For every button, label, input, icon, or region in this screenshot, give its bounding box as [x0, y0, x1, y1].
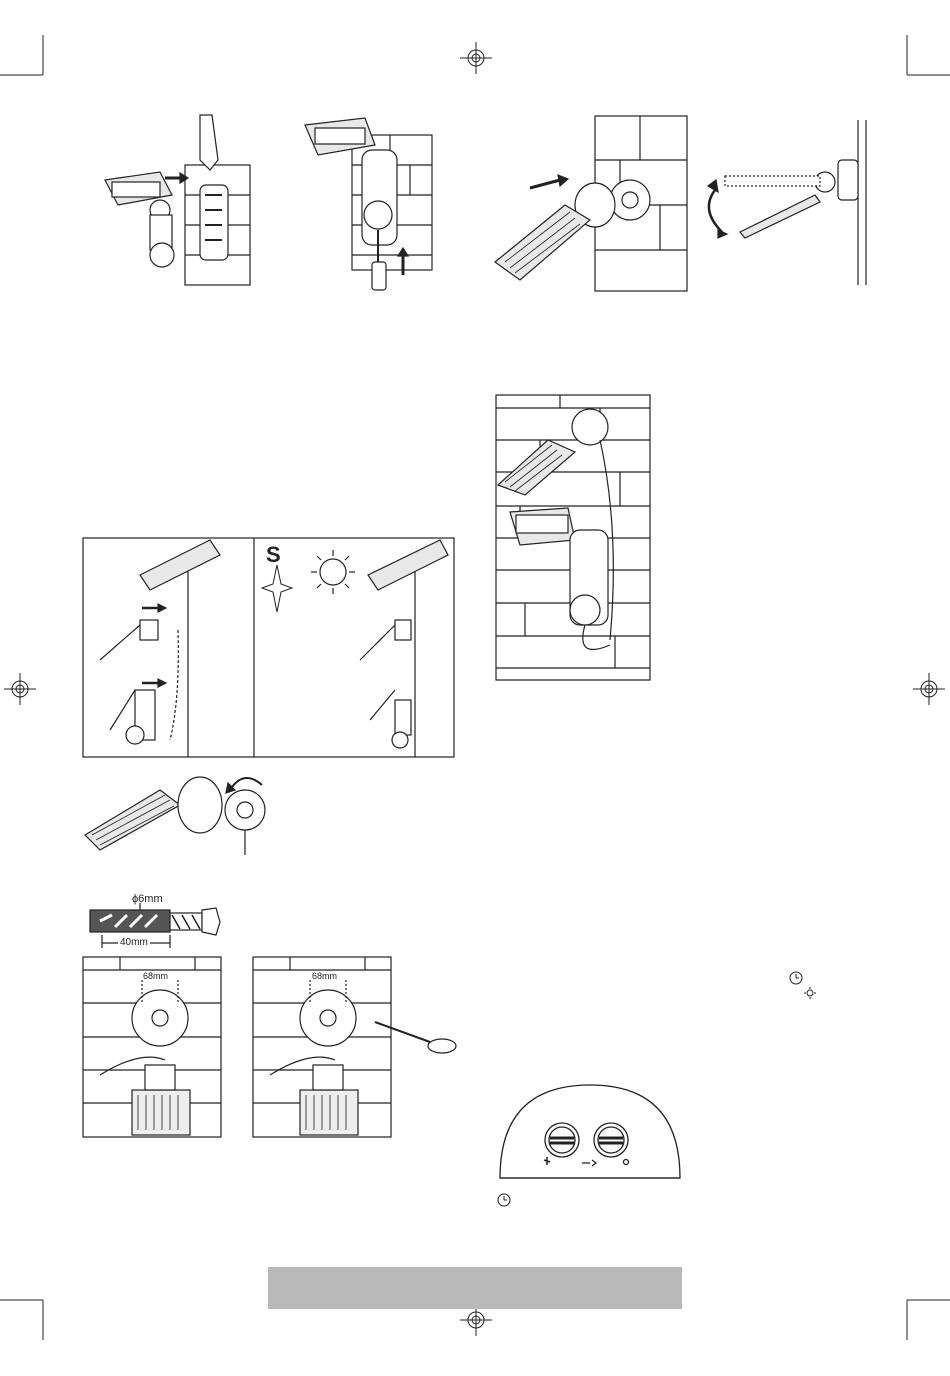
footer-bar	[268, 1267, 682, 1309]
